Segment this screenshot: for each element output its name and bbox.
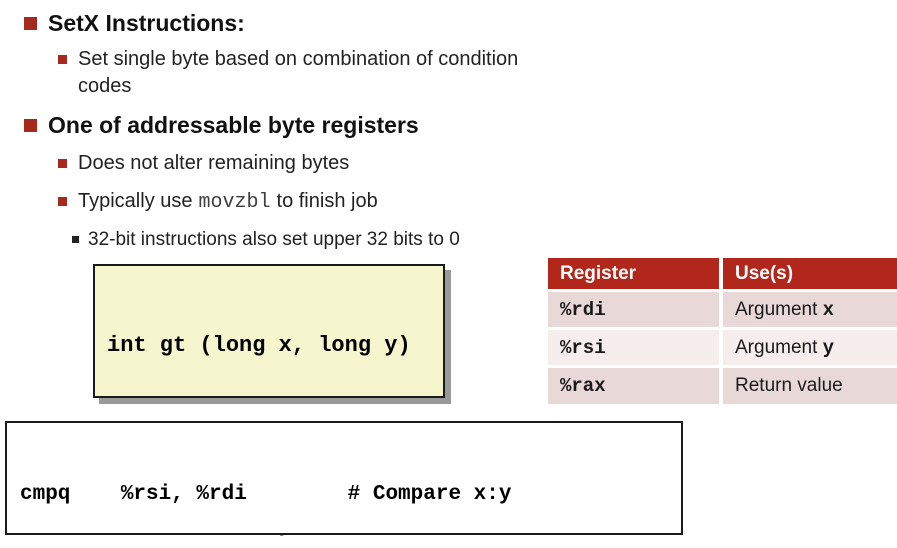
use-text: Return value xyxy=(735,375,843,396)
bullet-set-single-byte: Set single byte based on combination of … xyxy=(58,46,564,100)
assembly-code-box: cmpq %rsi, %rdi # Compare x:y setg %al #… xyxy=(5,421,683,535)
heading-byte-registers: One of addressable byte registers xyxy=(48,112,419,138)
bullet-byte-registers: One of addressable byte registers xyxy=(24,110,419,140)
table-row-rax-register: %rax xyxy=(548,368,719,404)
use-text: Argument xyxy=(735,299,818,320)
text-pre: Typically use xyxy=(78,190,193,212)
square-bullet-icon xyxy=(72,236,79,243)
text-post: to finish job xyxy=(276,190,378,212)
asm-line: cmpq %rsi, %rdi # Compare x:y xyxy=(20,483,512,506)
inline-code-movzbl: movzbl xyxy=(198,191,271,214)
square-bullet-icon xyxy=(58,159,67,168)
register-name: %rsi xyxy=(560,337,606,359)
text-32bit-note: 32-bit instructions also set upper 32 bi… xyxy=(88,229,460,250)
use-code: x xyxy=(822,299,835,321)
table-header-register: Register xyxy=(548,258,719,289)
table-row-rax-use: Return value xyxy=(723,368,897,404)
c-code-box: int gt (long x, long y) { return x > y; … xyxy=(93,264,445,538)
table-header-uses: Use(s) xyxy=(723,258,897,289)
register-table: Register Use(s) %rdi Argument x %rsi Arg… xyxy=(548,258,897,404)
bullet-does-not-alter: Does not alter remaining bytes xyxy=(58,150,349,177)
table-row-rsi-register: %rsi xyxy=(548,330,719,365)
table-row-rdi-use: Argument x xyxy=(723,292,897,327)
bullet-32bit-note: 32-bit instructions also set upper 32 bi… xyxy=(72,227,460,252)
square-bullet-icon xyxy=(24,17,37,30)
text-set-single-byte: Set single byte based on combination of … xyxy=(78,48,519,97)
bullet-setx-instructions: SetX Instructions: xyxy=(24,8,245,38)
register-name: %rax xyxy=(560,375,606,397)
table-row-rsi-use: Argument y xyxy=(723,330,897,365)
use-text: Argument xyxy=(735,337,818,358)
register-name: %rdi xyxy=(560,299,606,321)
square-bullet-icon xyxy=(24,119,37,132)
square-bullet-icon xyxy=(58,197,67,206)
square-bullet-icon xyxy=(58,55,67,64)
c-code-line: int gt (long x, long y) xyxy=(107,333,411,358)
use-code: y xyxy=(822,337,835,359)
heading-setx: SetX Instructions: xyxy=(48,10,245,36)
table-row-rdi-register: %rdi xyxy=(548,292,719,327)
text-does-not-alter: Does not alter remaining bytes xyxy=(78,152,350,174)
